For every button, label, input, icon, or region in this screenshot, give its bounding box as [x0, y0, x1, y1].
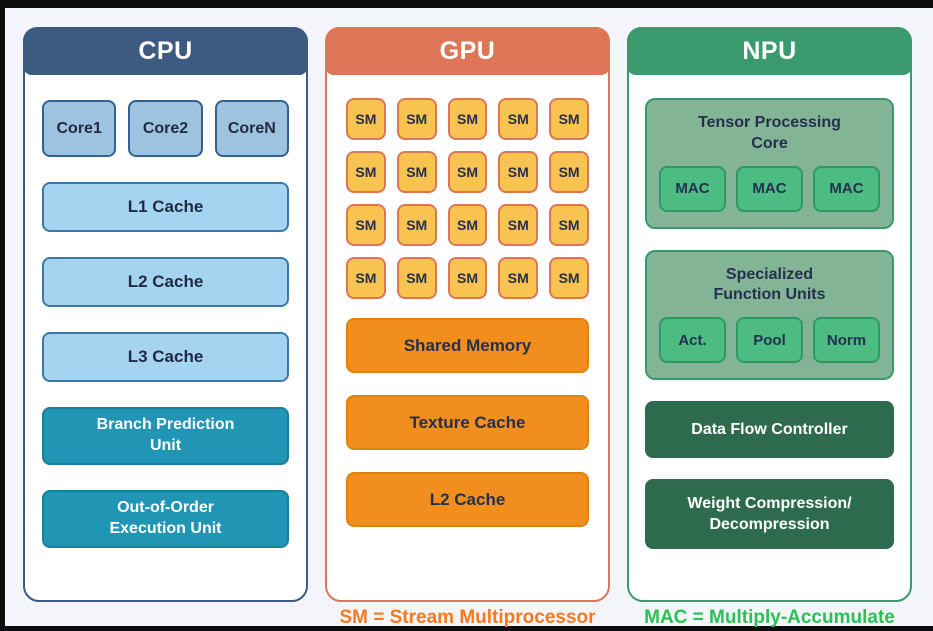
mac-row: MAC MAC MAC	[659, 165, 880, 212]
unit-label-line: Execution Unit	[109, 520, 222, 537]
cpu-header: CPU	[23, 27, 308, 75]
cpu-core-box: Core2	[128, 100, 203, 157]
sm-box: SM	[346, 151, 386, 193]
sm-box: SM	[396, 98, 437, 140]
npu-header: NPU	[627, 27, 912, 75]
sm-box: SM	[346, 204, 386, 246]
npu-column: NPU Tensor Processing Core MAC MAC MAC	[627, 27, 912, 631]
sfu-row: Act. Pool Norm	[659, 317, 880, 364]
gpu-column: GPU SM SM SM SM SM SM SM SM SM SM SM	[325, 27, 610, 631]
cpu-l2-cache-bar: L2 Cache	[42, 257, 289, 307]
group-title-line: Function Units	[713, 286, 826, 304]
columns-row: CPU Core1 Core2 CoreN L1 Cache L2 Cache …	[5, 8, 933, 631]
sm-box: SM	[498, 204, 539, 246]
cpu-core-row: Core1 Core2 CoreN	[42, 100, 289, 157]
cpu-column: CPU Core1 Core2 CoreN L1 Cache L2 Cache …	[23, 27, 308, 631]
group-title-line: Core	[751, 134, 788, 152]
sm-box: SM	[447, 151, 488, 193]
group-title-line: Specialized	[725, 265, 814, 283]
group-title-line: Tensor Processing	[698, 114, 841, 131]
cpu-core-box: Core1	[42, 100, 117, 157]
gpu-panel: GPU SM SM SM SM SM SM SM SM SM SM SM	[325, 27, 610, 602]
sm-box: SM	[447, 204, 488, 246]
cpu-out-of-order-execution-unit: Out-of-Order Execution Unit	[42, 490, 289, 548]
sm-box: SM	[396, 204, 437, 246]
bar-label-line: Decompression	[709, 516, 830, 534]
sm-grid: SM SM SM SM SM SM SM SM SM SM SM SM SM S…	[346, 98, 589, 299]
sm-box: SM	[447, 98, 488, 140]
gpu-texture-cache-bar: Texture Cache	[346, 395, 589, 450]
bar-label-line: Weight Compression/	[687, 494, 852, 512]
cpu-l1-cache-bar: L1 Cache	[42, 182, 289, 232]
sm-box: SM	[549, 257, 589, 299]
cpu-core-box: CoreN	[214, 100, 289, 157]
gpu-body: SM SM SM SM SM SM SM SM SM SM SM SM SM S…	[327, 75, 608, 600]
unit-label-line: Branch Prediction	[96, 416, 235, 434]
sm-box: SM	[549, 204, 589, 246]
norm-box: Norm	[813, 317, 880, 364]
cpu-l3-cache-bar: L3 Cache	[42, 332, 289, 382]
diagram-canvas: CPU Core1 Core2 CoreN L1 Cache L2 Cache …	[5, 8, 933, 628]
sm-box: SM	[549, 151, 589, 193]
npu-body: Tensor Processing Core MAC MAC MAC Speci…	[629, 75, 910, 600]
cpu-panel: CPU Core1 Core2 CoreN L1 Cache L2 Cache …	[23, 27, 308, 602]
bar-label-line: Data Flow Controller	[691, 420, 848, 438]
mac-box: MAC	[813, 165, 880, 212]
npu-tensor-processing-core-group: Tensor Processing Core MAC MAC MAC	[645, 98, 894, 229]
unit-label-line: Unit	[149, 437, 182, 454]
gpu-l2-cache-bar: L2 Cache	[346, 472, 589, 527]
group-title: Specialized Function Units	[659, 265, 880, 307]
unit-label-line: Out-of-Order	[117, 499, 214, 517]
mac-box: MAC	[659, 165, 726, 212]
sm-box: SM	[498, 151, 539, 193]
cpu-body: Core1 Core2 CoreN L1 Cache L2 Cache L3 C…	[25, 75, 306, 600]
gpu-header: GPU	[325, 27, 610, 75]
cpu-branch-prediction-unit: Branch Prediction Unit	[42, 407, 289, 465]
mac-box: MAC	[736, 165, 803, 212]
npu-data-flow-controller-bar: Data Flow Controller	[645, 401, 894, 459]
npu-panel: NPU Tensor Processing Core MAC MAC MAC	[627, 27, 912, 602]
sm-box: SM	[396, 257, 437, 299]
sm-box: SM	[447, 257, 488, 299]
sm-box: SM	[498, 98, 539, 140]
pool-box: Pool	[736, 317, 803, 364]
group-title: Tensor Processing Core	[659, 113, 880, 155]
activation-box: Act.	[659, 317, 726, 364]
sm-box: SM	[549, 98, 589, 140]
sm-box: SM	[396, 151, 437, 193]
npu-specialized-function-units-group: Specialized Function Units Act. Pool Nor…	[645, 249, 894, 381]
npu-caption: MAC = Multiply-Accumulate	[644, 607, 895, 628]
sm-box: SM	[346, 98, 386, 140]
npu-weight-compression-bar: Weight Compression/ Decompression	[645, 479, 894, 550]
gpu-caption: SM = Stream Multiprocessor	[339, 607, 596, 628]
sm-box: SM	[346, 257, 386, 299]
sm-box: SM	[498, 257, 539, 299]
gpu-shared-memory-bar: Shared Memory	[346, 318, 589, 373]
